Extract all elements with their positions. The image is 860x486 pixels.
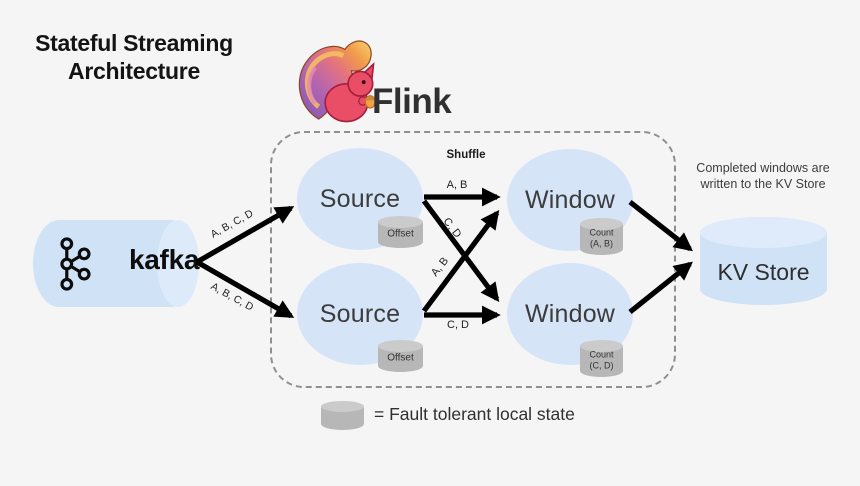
kv-store-label: KV Store <box>717 259 810 285</box>
flink-squirrel-icon <box>298 40 376 123</box>
kafka-node: kafka <box>33 220 200 307</box>
legend-state-icon <box>321 401 364 430</box>
offset-bottom-label: Offset <box>387 351 414 363</box>
count-bottom-line1: Count <box>589 349 614 360</box>
squirrel-tail-stripe-2 <box>307 66 317 105</box>
squirrel-acorn-cap <box>365 96 376 101</box>
kv-store-node: KV Store <box>700 217 827 305</box>
count-state-bottom: Count (C, D) <box>580 340 623 377</box>
arrow-window-bottom-to-kv <box>628 261 693 315</box>
count-bottom-label: Count (C, D) <box>580 350 623 373</box>
offset-state-top: Offset <box>378 216 423 248</box>
cylinder-cap <box>378 216 423 228</box>
window-bottom-label: Window <box>524 299 616 328</box>
arrow-kafka-to-source-bottom <box>195 259 295 319</box>
flink-wordmark: Flink <box>372 82 452 121</box>
cylinder-cap <box>580 340 623 352</box>
arrow-source-top-to-window-bottom <box>421 199 500 303</box>
edge-label-shuffle-cd: C, D <box>447 319 469 331</box>
squirrel-eye <box>361 80 366 85</box>
kafka-icon <box>60 237 91 291</box>
flink-logo: Flink <box>294 24 534 132</box>
edge-label-shuffle-ab: A, B <box>446 179 468 191</box>
count-top-line2: (A, B) <box>589 238 613 249</box>
flink-cluster-boundary <box>270 131 676 388</box>
offset-state-bottom: Offset <box>378 340 423 372</box>
shuffle-label: Shuffle <box>446 149 486 161</box>
kafka-label: kafka <box>129 244 200 275</box>
squirrel-head <box>347 70 374 97</box>
arrow-source-bottom-to-window-top <box>421 209 500 313</box>
cylinder-cap <box>580 218 623 230</box>
window-top-label: Window <box>524 185 616 214</box>
count-state-top: Count (A, B) <box>580 218 623 255</box>
kafka-cylinder-cap <box>157 220 199 307</box>
cylinder-cap <box>321 401 364 412</box>
arrow-kafka-to-source-top <box>195 205 295 265</box>
count-top-line1: Count <box>589 227 614 238</box>
kv-cylinder-cap <box>700 217 827 248</box>
cylinder-cap <box>378 340 423 352</box>
legend-label: = Fault tolerant local state <box>374 404 575 424</box>
kv-store-caption: Completed windows are written to the KV … <box>696 161 830 191</box>
arrow-window-top-to-kv <box>628 199 693 252</box>
page-title: Stateful Streaming Architecture <box>35 30 233 84</box>
count-bottom-line2: (C, D) <box>589 360 614 371</box>
source-bottom-label: Source <box>319 299 401 328</box>
count-top-label: Count (A, B) <box>580 228 623 251</box>
offset-top-label: Offset <box>387 227 414 239</box>
source-top-label: Source <box>319 184 401 213</box>
